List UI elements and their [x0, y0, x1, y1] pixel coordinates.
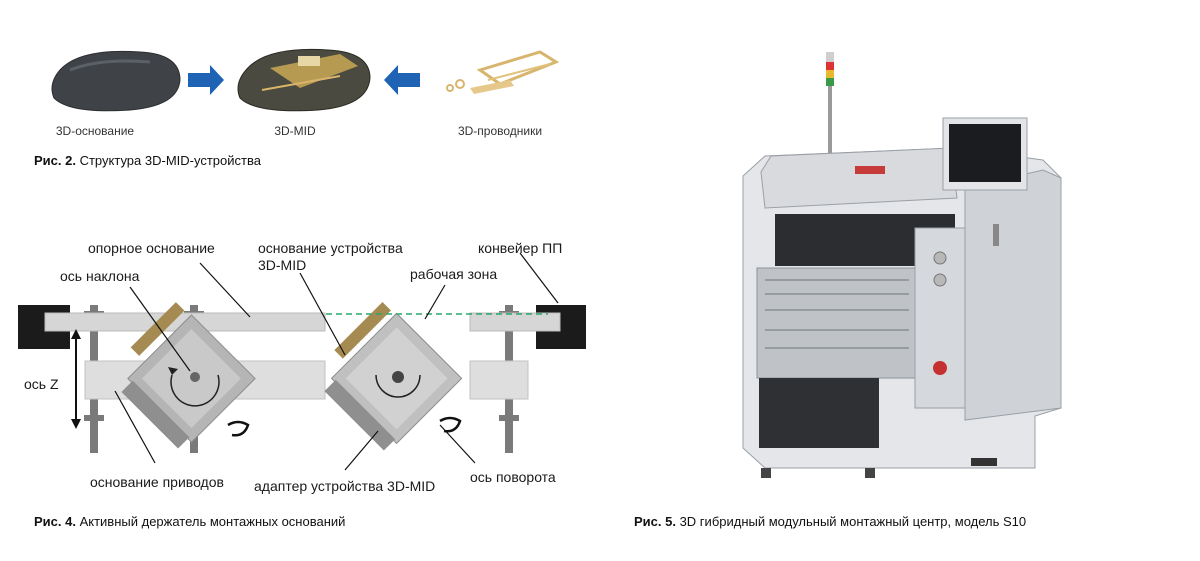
tilt-rotation-arc [170, 374, 220, 407]
rotation-axis-point [392, 371, 404, 383]
leader-lines [114, 252, 559, 471]
fig2-label-mid: 3D-MID [274, 124, 316, 138]
fig4-caption-num: Рис. 4. [34, 514, 76, 529]
3d-conductors-image [446, 50, 560, 94]
label-work-zone: рабочая зона [410, 266, 498, 282]
tilt-axis-point [190, 372, 200, 382]
fig2-label-conductors: 3D-проводники [457, 124, 543, 138]
fig5-caption-num: Рис. 5. [634, 514, 676, 529]
fig2-label-base: 3D-основание [55, 124, 135, 138]
fig5-caption: Рис. 5. 3D гибридный модульный монтажный… [634, 514, 1026, 529]
label-conveyor: конвейер ПП [478, 240, 563, 256]
fig4-caption: Рис. 4. Активный держатель монтажных осн… [34, 514, 345, 529]
label-device-base: основание устройства 3D-MID [258, 240, 403, 273]
holder-right [324, 302, 463, 451]
fig2-caption: Рис. 2. Структура 3D-MID-устройства [34, 153, 261, 168]
machine-badge [855, 166, 885, 174]
rotation-arrow-right-icon [439, 416, 462, 433]
fig2-caption-text: Структура 3D-MID-устройства [75, 153, 261, 168]
arrow-right-icon [188, 65, 224, 95]
signal-tower [826, 52, 834, 156]
label-rotation-axis: ось поворота [470, 469, 556, 485]
label-z-axis: ось Z [24, 376, 59, 392]
drive-base-rail-right [469, 360, 529, 400]
arrow-left-icon [384, 65, 420, 95]
support-base-rail-right [469, 312, 561, 332]
z-axis-arrow-icon [71, 329, 81, 429]
3d-mid-image [237, 48, 371, 112]
fig2-illustration [51, 48, 560, 112]
3d-base-image [51, 50, 181, 112]
label-support-base: опорное основание [88, 240, 215, 256]
emergency-stop-icon [933, 361, 947, 375]
monitor [942, 117, 1028, 246]
fig5-machine-image [742, 52, 1062, 478]
rotation-arrow-left-icon [227, 420, 250, 437]
label-adapter: адаптер устройства 3D-MID [254, 478, 436, 494]
label-tilt-axis: ось наклона [60, 268, 140, 284]
fig2-caption-num: Рис. 2. [34, 153, 76, 168]
label-drive-base: основание приводов [90, 474, 224, 490]
fig4-diagram [18, 252, 586, 471]
fig5-caption-text: 3D гибридный модульный монтажный центр, … [675, 514, 1027, 529]
fig4-caption-text: Активный держатель монтажных оснований [75, 514, 346, 529]
casters [761, 458, 997, 478]
